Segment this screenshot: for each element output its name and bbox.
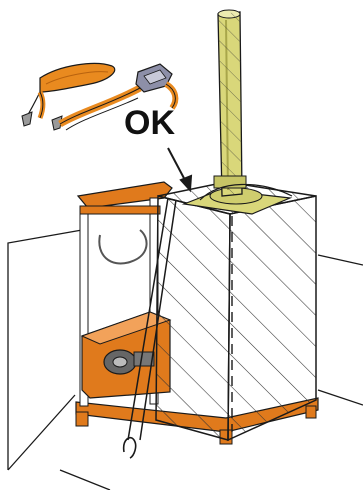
ok-label: OK [124, 104, 175, 142]
pole-icon [181, 9, 293, 215]
wrapped-crate-icon [122, 181, 317, 459]
ratchet-strap-icon [21, 62, 179, 131]
callout-arrow-icon [167, 147, 193, 193]
room-outline [7, 229, 363, 490]
